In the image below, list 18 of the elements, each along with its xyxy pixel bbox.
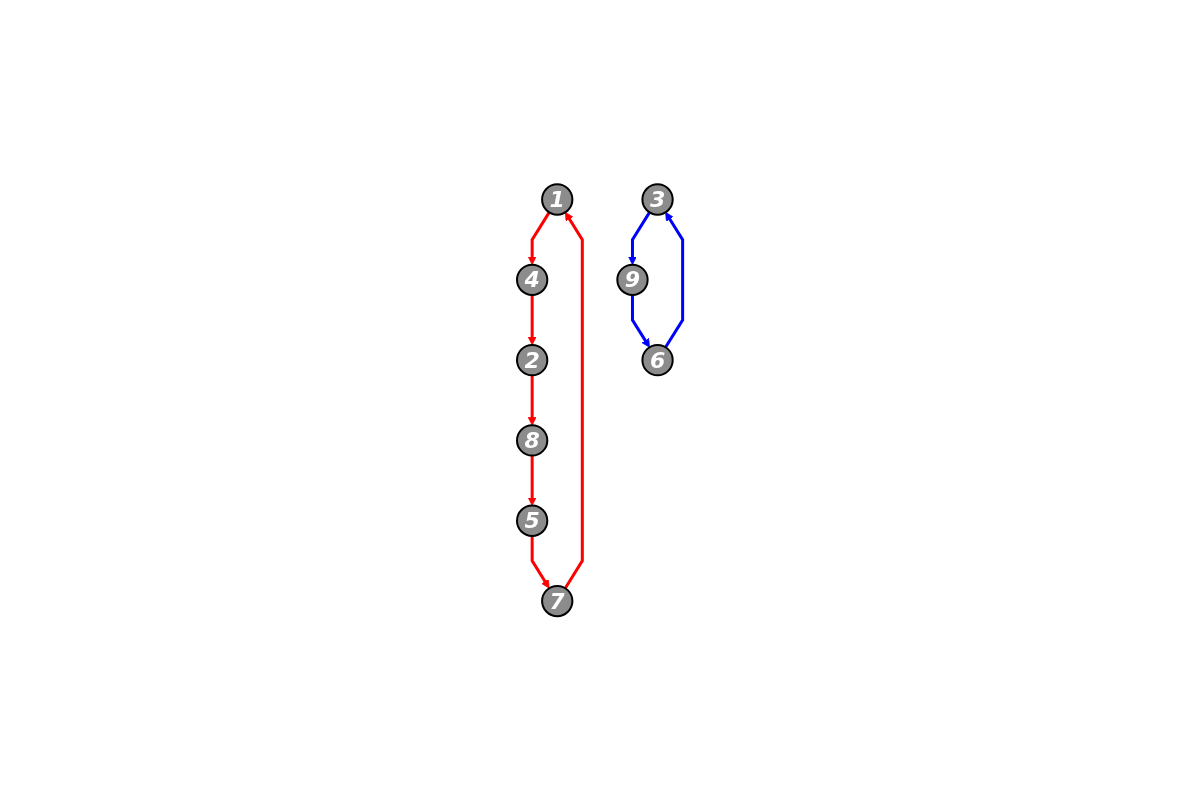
node-circle: 2 — [516, 343, 549, 376]
arrow — [527, 455, 537, 506]
node-circle: 8 — [516, 424, 549, 457]
arrow — [631, 294, 651, 348]
node-circle: 6 — [641, 343, 674, 376]
node-circle: 3 — [641, 183, 674, 216]
arrow — [530, 535, 550, 589]
arrow — [628, 211, 651, 265]
arrow — [664, 211, 685, 348]
arrow — [527, 375, 537, 426]
node-circle: 1 — [541, 183, 574, 216]
node-circle: 4 — [516, 263, 549, 296]
arrow — [527, 211, 551, 265]
arrow — [527, 294, 537, 346]
arrow — [564, 211, 584, 589]
node-circle: 7 — [541, 584, 574, 617]
node-circle: 9 — [616, 263, 649, 296]
node-circle: 5 — [516, 504, 549, 537]
